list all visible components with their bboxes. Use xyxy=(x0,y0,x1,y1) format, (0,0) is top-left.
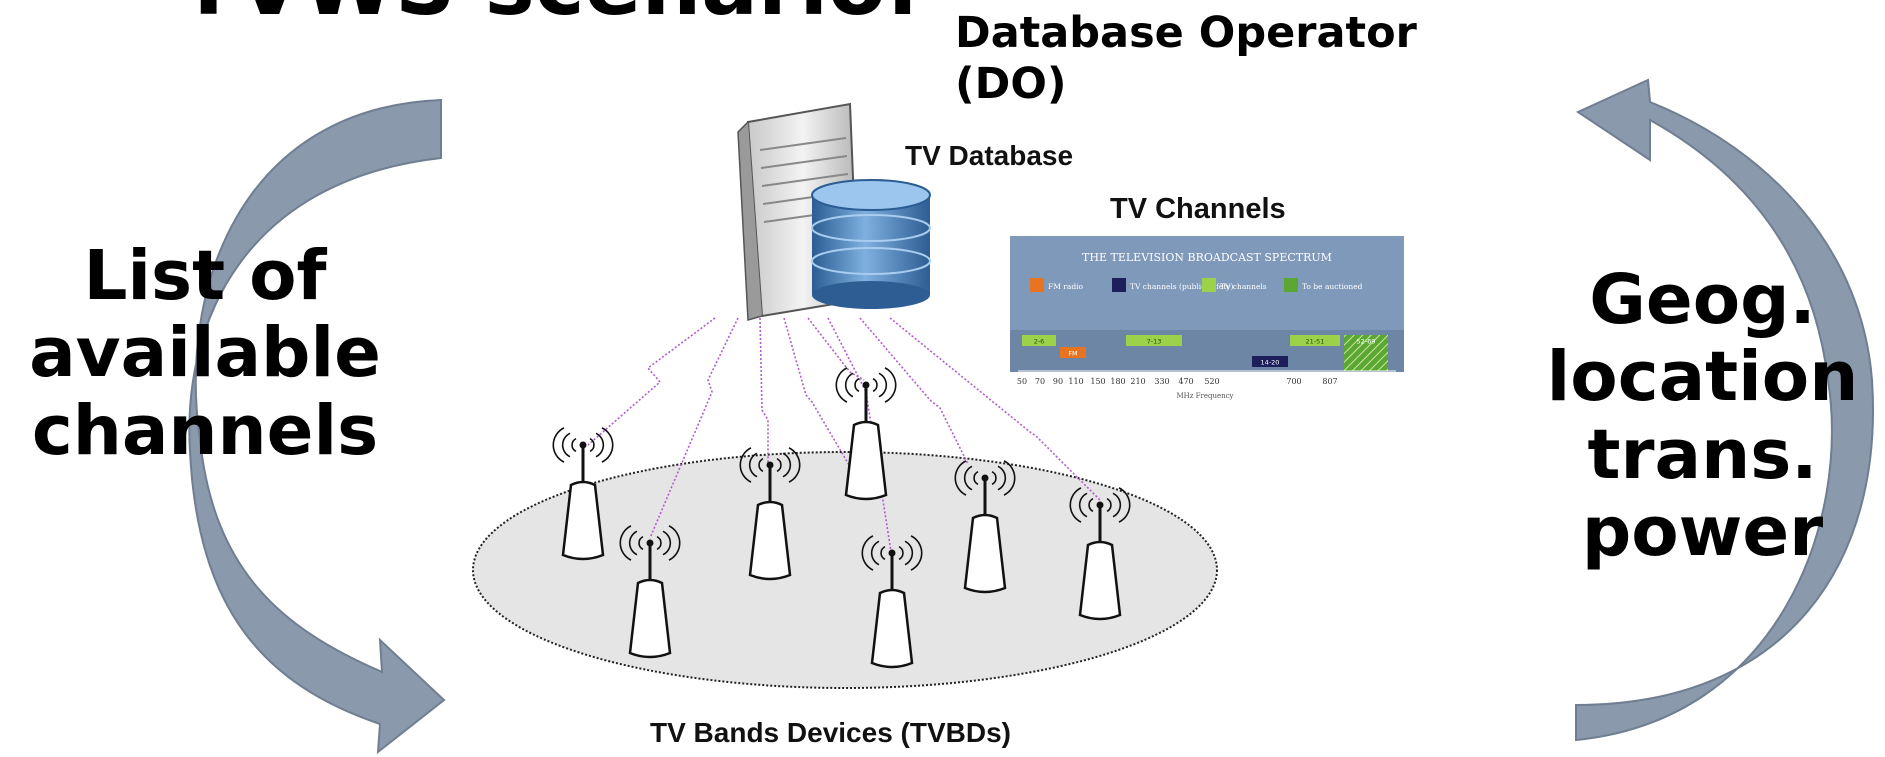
spectrum-tick-label: 330 xyxy=(1154,377,1169,386)
spectrum-band xyxy=(1126,335,1182,346)
spectrum-band xyxy=(1290,335,1340,346)
location-power-line: Geog. xyxy=(1589,260,1816,340)
spectrum-band xyxy=(1252,356,1288,367)
available-channels-label: List of available channels xyxy=(0,236,410,471)
tvbd-device-icon xyxy=(954,460,1016,594)
tv-channels-label: TV Channels xyxy=(1110,193,1286,225)
wireless-links xyxy=(587,317,1101,559)
spectrum-tick-label: 110 xyxy=(1068,377,1083,386)
tvbd-device-icon xyxy=(552,427,614,561)
wireless-link xyxy=(649,317,739,539)
available-channels-line: List of xyxy=(83,236,327,316)
spectrum-tick-label: 90 xyxy=(1053,377,1063,386)
tvbd-device-icon xyxy=(835,367,897,501)
spectrum-band xyxy=(1060,347,1086,358)
spectrum-tick-label: 807 xyxy=(1322,377,1337,386)
spectrum-tick-label: 520 xyxy=(1204,377,1219,386)
tvbd-device-icon xyxy=(739,447,801,581)
spectrum-band-label: 14-20 xyxy=(1261,359,1280,367)
spectrum-band-label: FM xyxy=(1068,350,1077,358)
available-channels-line: channels xyxy=(31,390,379,471)
spectrum-chart: THE TELEVISION BROADCAST SPECTRUM FM rad… xyxy=(1010,236,1404,372)
tvbd-device-icon xyxy=(861,535,923,669)
location-power-label: Geog. location trans. power xyxy=(1520,260,1885,572)
legend-swatch xyxy=(1284,278,1298,292)
slide-title: TVWS scenario: xyxy=(180,0,919,32)
tv-database-label: TV Database xyxy=(905,140,1074,171)
legend-label: TV channels (public safety) xyxy=(1130,282,1234,291)
left-curved-arrow xyxy=(188,98,446,755)
spectrum-band xyxy=(1344,335,1388,371)
spectrum-band-label: 2-6 xyxy=(1034,338,1045,346)
spectrum-tick-label: 700 xyxy=(1286,377,1301,386)
spectrum-tick-label: 210 xyxy=(1130,377,1145,386)
available-channels-line: available xyxy=(29,313,381,394)
legend-swatch xyxy=(1202,278,1216,292)
tvbd-device-icon xyxy=(619,525,681,659)
database-operator-line1: Database Operator xyxy=(955,8,1417,58)
wireless-link xyxy=(783,317,853,471)
spectrum-tick-label: 470 xyxy=(1178,377,1193,386)
right-curved-arrow xyxy=(1575,78,1874,742)
location-power-line: power xyxy=(1581,491,1824,572)
wireless-link xyxy=(889,317,1101,501)
location-power-line: trans. xyxy=(1587,414,1818,495)
legend-swatch xyxy=(1112,278,1126,292)
wireless-link xyxy=(759,317,769,465)
spectrum-tick-label: 150 xyxy=(1090,377,1105,386)
spectrum-chart-title: THE TELEVISION BROADCAST SPECTRUM xyxy=(1082,251,1332,264)
legend-label: To be auctioned xyxy=(1302,282,1363,291)
spectrum-band-label: 7-13 xyxy=(1147,338,1162,346)
wireless-link xyxy=(859,317,969,465)
spectrum-tick-label: 180 xyxy=(1110,377,1125,386)
spectrum-band-label: 21-51 xyxy=(1306,338,1325,346)
database-operator-line2: (DO) xyxy=(955,58,1067,109)
wireless-link xyxy=(807,317,865,381)
spectrum-xlabel: MHz Frequency xyxy=(1176,392,1233,400)
legend-swatch xyxy=(1030,278,1044,292)
location-power-line: location xyxy=(1546,337,1859,418)
tvbd-device-icon xyxy=(1069,487,1131,621)
spectrum-band xyxy=(1022,335,1056,346)
legend-label: TV channels xyxy=(1220,282,1267,291)
wireless-link xyxy=(587,317,716,446)
database-icon xyxy=(811,179,931,309)
database-operator-label: Database Operator (DO) xyxy=(955,8,1417,109)
tv-bands-devices-label: TV Bands Devices (TVBDs) xyxy=(650,717,1011,748)
spectrum-band-label: 52-69 xyxy=(1357,338,1376,346)
spectrum-tick-label: 50 xyxy=(1017,377,1027,386)
legend-label: FM radio xyxy=(1048,282,1084,291)
spectrum-tick-label: 70 xyxy=(1035,377,1045,386)
